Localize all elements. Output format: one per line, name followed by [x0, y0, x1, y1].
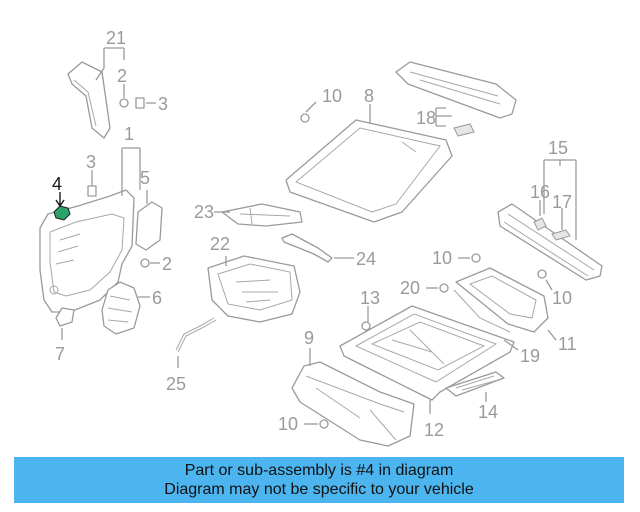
info-line-2: Diagram may not be specific to your vehi… [164, 481, 474, 498]
jack-handle-part [281, 233, 333, 263]
callout-15: 15 [548, 138, 568, 158]
info-banner: Part or sub-assembly is #4 in diagram Di… [14, 457, 624, 503]
callout-20: 20 [400, 278, 420, 298]
step-plate-part [445, 371, 505, 397]
clip-part [361, 321, 371, 331]
clip-part [135, 97, 145, 109]
callout-2b: 2 [162, 254, 172, 274]
quarter-trim-panel-part [39, 189, 135, 313]
jack-group: 23 24 [194, 202, 376, 269]
callout-24: 24 [356, 249, 376, 269]
callout-12: 12 [424, 420, 444, 440]
quarter-trim-panel-group [39, 61, 163, 335]
callout-3: 3 [158, 94, 168, 114]
left-callouts: 21 2 3 1 3 5 2 6 7 4 [52, 28, 172, 364]
floor-frame-part [339, 305, 515, 401]
callout-16: 16 [530, 182, 550, 202]
cargo-floor-group: 10 8 [285, 86, 453, 223]
callout-11: 11 [558, 334, 577, 354]
callout-19: 19 [520, 346, 540, 366]
bracket-part [101, 281, 141, 335]
info-line-1: Part or sub-assembly is #4 in diagram [184, 462, 454, 479]
clip-part [471, 253, 481, 263]
clip-part [533, 217, 547, 231]
cargo-floor-board-part [285, 119, 453, 223]
callout-3b: 3 [86, 152, 96, 172]
callout-10d: 10 [278, 414, 298, 434]
side-tray-part [455, 267, 549, 333]
clip-part [119, 98, 129, 108]
callout-8: 8 [364, 86, 374, 106]
clip-part [300, 113, 310, 123]
scuff-plate-part [497, 203, 603, 281]
clip-part [551, 229, 571, 241]
callout-22: 22 [210, 234, 230, 254]
clip-part [537, 269, 547, 279]
trim-cover-part [135, 201, 163, 251]
tonneau-cover-group: 18 [395, 61, 517, 137]
handle-part [453, 123, 475, 137]
callout-10b: 10 [432, 248, 452, 268]
clip-part [55, 307, 75, 327]
clip-part [140, 258, 150, 268]
scuff-plate-group: 15 16 17 [497, 138, 603, 281]
callout-10c: 10 [552, 288, 572, 308]
callout-18: 18 [416, 108, 436, 128]
floor-frame-group: 13 12 [339, 288, 515, 440]
clip-part [439, 283, 449, 293]
callout-6: 6 [152, 288, 162, 308]
callout-5: 5 [140, 168, 150, 188]
parts-diagram: 21 2 3 1 3 5 2 6 7 4 10 8 18 [39, 28, 603, 447]
tonneau-cover-part [395, 61, 517, 119]
callout-4: 4 [52, 174, 62, 194]
callout-2: 2 [117, 66, 127, 86]
cable-group: 25 [166, 317, 217, 394]
callout-14: 14 [478, 402, 498, 422]
callout-10a: 10 [322, 86, 342, 106]
side-tray-group: 11 19 20 10 10 [400, 248, 577, 366]
callout-13: 13 [360, 288, 380, 308]
sill-panel-group: 9 10 [278, 328, 415, 447]
spare-tray-part [207, 255, 301, 323]
callout-25: 25 [166, 374, 186, 394]
callout-23: 23 [194, 202, 214, 222]
callout-7: 7 [55, 344, 65, 364]
clip-part [319, 419, 329, 429]
pillar-trim-part [67, 61, 111, 139]
callout-17: 17 [552, 192, 572, 212]
callout-1: 1 [124, 124, 134, 144]
callout-21: 21 [106, 28, 126, 48]
clip-part [87, 185, 97, 197]
spare-tray-group: 22 [207, 234, 301, 323]
callout-9: 9 [304, 328, 314, 348]
step-plate-group: 14 [445, 371, 505, 422]
cable-part [175, 317, 215, 351]
